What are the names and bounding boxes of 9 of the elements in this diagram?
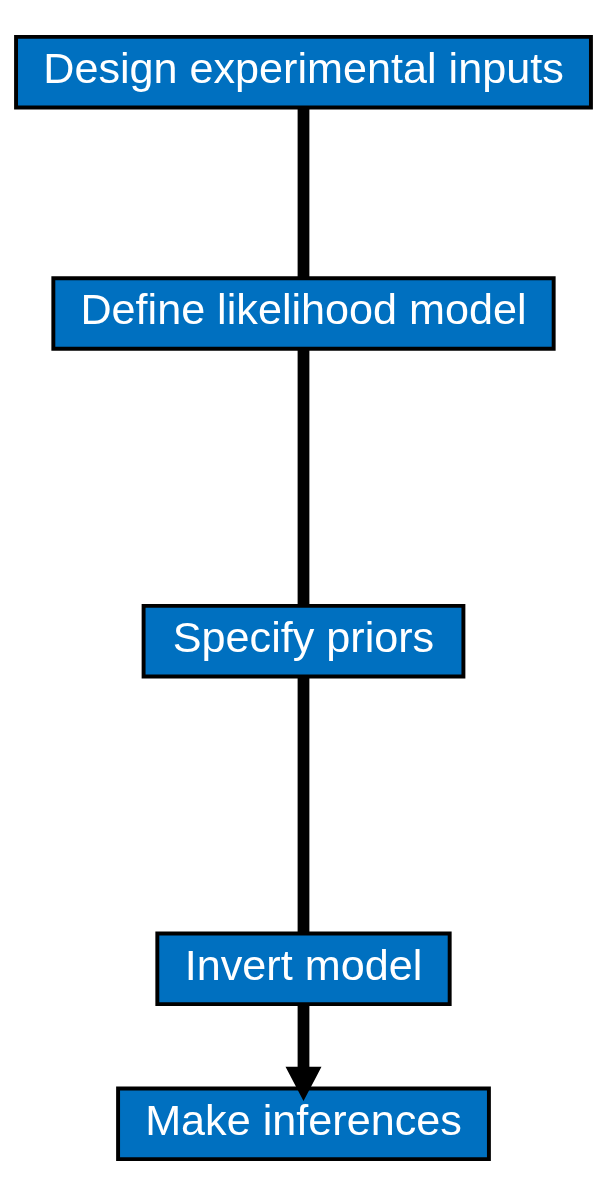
- connector: [297, 676, 310, 933]
- connector: [297, 348, 310, 605]
- arrow: [285, 1003, 322, 1101]
- node-box: Invert model: [155, 931, 452, 1006]
- connector: [297, 107, 310, 277]
- node-box: Make inferences: [116, 1086, 491, 1161]
- node-box: Design experimental inputs: [14, 34, 593, 109]
- node-box: Define likelihood model: [51, 275, 556, 351]
- node-box: Specify priors: [141, 603, 466, 678]
